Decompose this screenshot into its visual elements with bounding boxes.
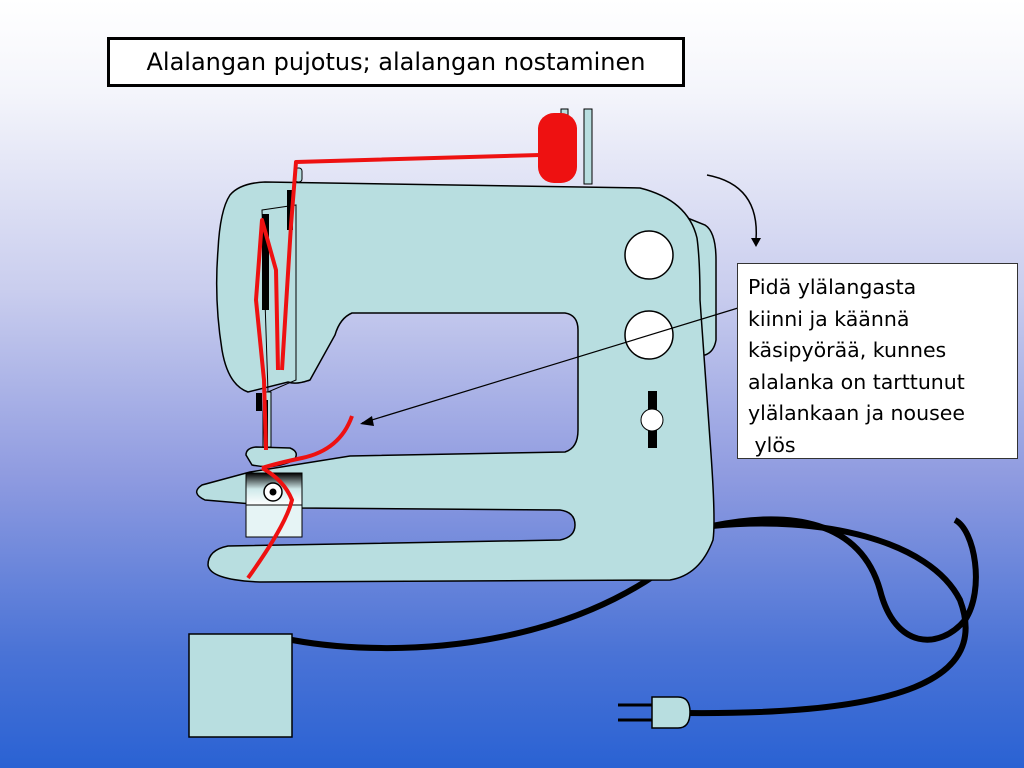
spool-pin — [583, 108, 593, 185]
callout-line: ylös — [748, 432, 796, 457]
handwheel-arrow-icon — [706, 174, 757, 241]
callout-line: Pidä ylälangasta — [748, 275, 917, 299]
upper-thread — [254, 218, 280, 451]
power-plug-icon — [618, 696, 691, 729]
upper-thread — [280, 153, 541, 371]
callout-line: kiinni ja käännä — [748, 306, 910, 331]
callout-line: ylälankaan ja nousee — [748, 401, 965, 425]
callout-line: alalanka on tarttunut — [748, 369, 965, 394]
machine-body — [196, 181, 715, 583]
power-cord — [684, 520, 969, 717]
tension-bar — [287, 190, 293, 230]
power-cord — [711, 516, 979, 643]
foot-pedal-icon — [188, 633, 293, 738]
upper-thread — [246, 466, 295, 580]
take-up-slot — [262, 214, 269, 310]
bobbin-thread — [261, 415, 354, 470]
callout-line: käsipyörää, kunnes — [748, 338, 947, 362]
stitch-dial — [624, 230, 674, 280]
bobbin-cover — [245, 504, 303, 538]
slide-title: Alalangan pujotus; alalangan nostaminen — [107, 37, 685, 87]
instruction-callout: Pidä ylälangasta kiinni ja käännä käsipy… — [737, 263, 1018, 459]
callout-pointer — [361, 307, 739, 424]
spool-icon — [538, 113, 577, 183]
head-panel — [261, 204, 297, 393]
